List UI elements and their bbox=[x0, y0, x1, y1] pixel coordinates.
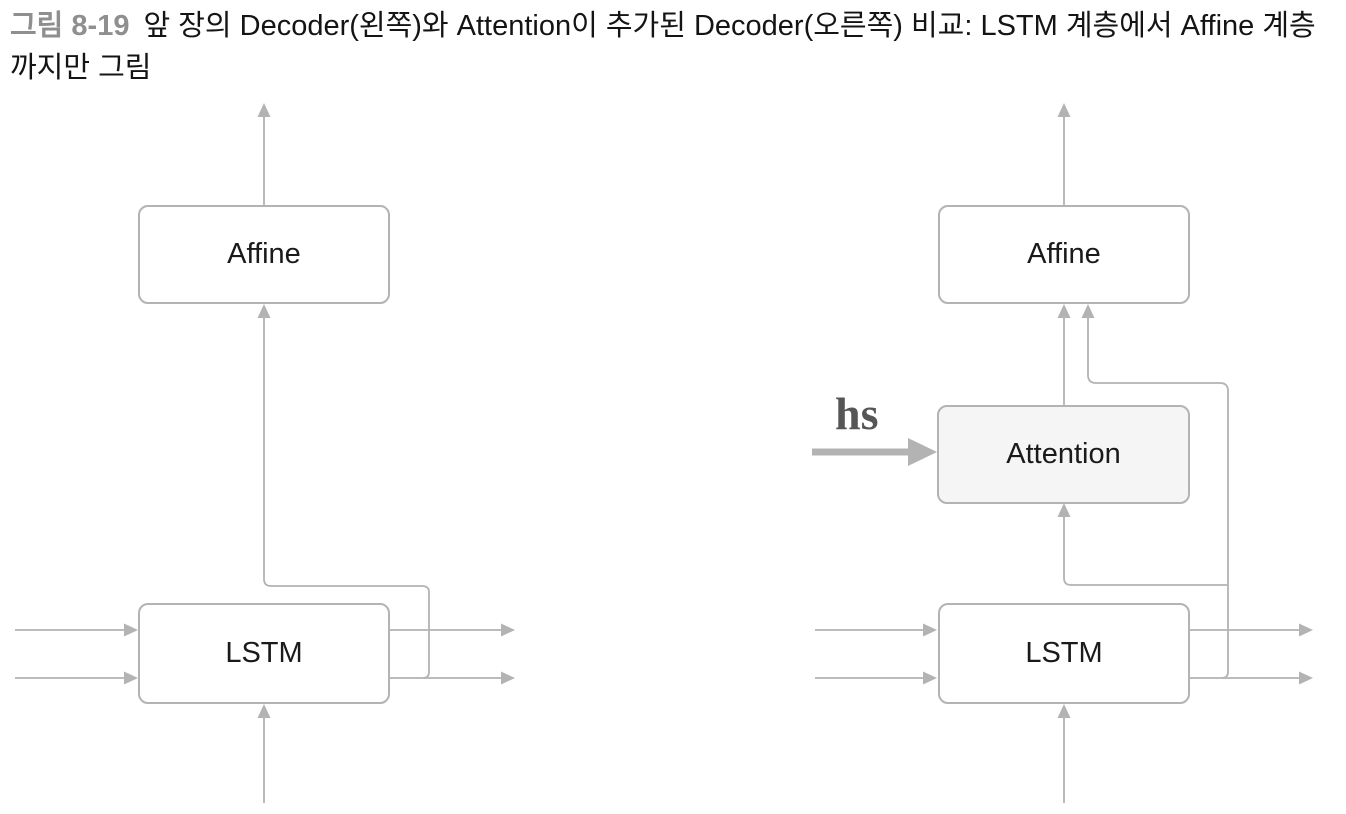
left-lstm-input-arrows bbox=[15, 623, 138, 685]
figure-number: 그림 8-19 bbox=[10, 10, 130, 42]
right-affine-top-arrow bbox=[1057, 103, 1071, 206]
right-attention-label: Attention bbox=[1006, 438, 1121, 470]
right-affine-label: Affine bbox=[1027, 238, 1101, 270]
lstm-h-bypass-to-affine-arrow bbox=[1081, 304, 1229, 679]
hs-input-arrow bbox=[812, 438, 937, 466]
right-lstm-input-arrows bbox=[815, 623, 937, 685]
left-lstm-box: LSTM bbox=[138, 603, 390, 704]
right-lstm-bottom-input-arrow bbox=[1057, 704, 1071, 803]
right-lstm-label: LSTM bbox=[1025, 637, 1103, 669]
left-affine-box: Affine bbox=[138, 205, 390, 304]
right-affine-box: Affine bbox=[938, 205, 1190, 304]
left-lstm-bottom-input-arrow bbox=[257, 704, 271, 803]
lstm-h-to-attention-arrow bbox=[1057, 503, 1228, 586]
right-lstm-box: LSTM bbox=[938, 603, 1190, 704]
figure-caption-text: 앞 장의 Decoder(왼쪽)와 Attention이 추가된 Decoder… bbox=[10, 10, 1316, 84]
attention-to-affine-arrow bbox=[1057, 304, 1071, 407]
left-lstm-to-affine-connector bbox=[257, 304, 430, 679]
left-lstm-label: LSTM bbox=[225, 637, 303, 669]
left-affine-top-arrow bbox=[257, 103, 271, 206]
right-attention-box: Attention bbox=[937, 405, 1190, 504]
left-affine-label: Affine bbox=[227, 238, 301, 270]
hs-label: hs bbox=[835, 388, 879, 439]
left-lstm-output-arrows bbox=[390, 623, 515, 685]
right-lstm-output-arrows bbox=[1190, 623, 1313, 685]
